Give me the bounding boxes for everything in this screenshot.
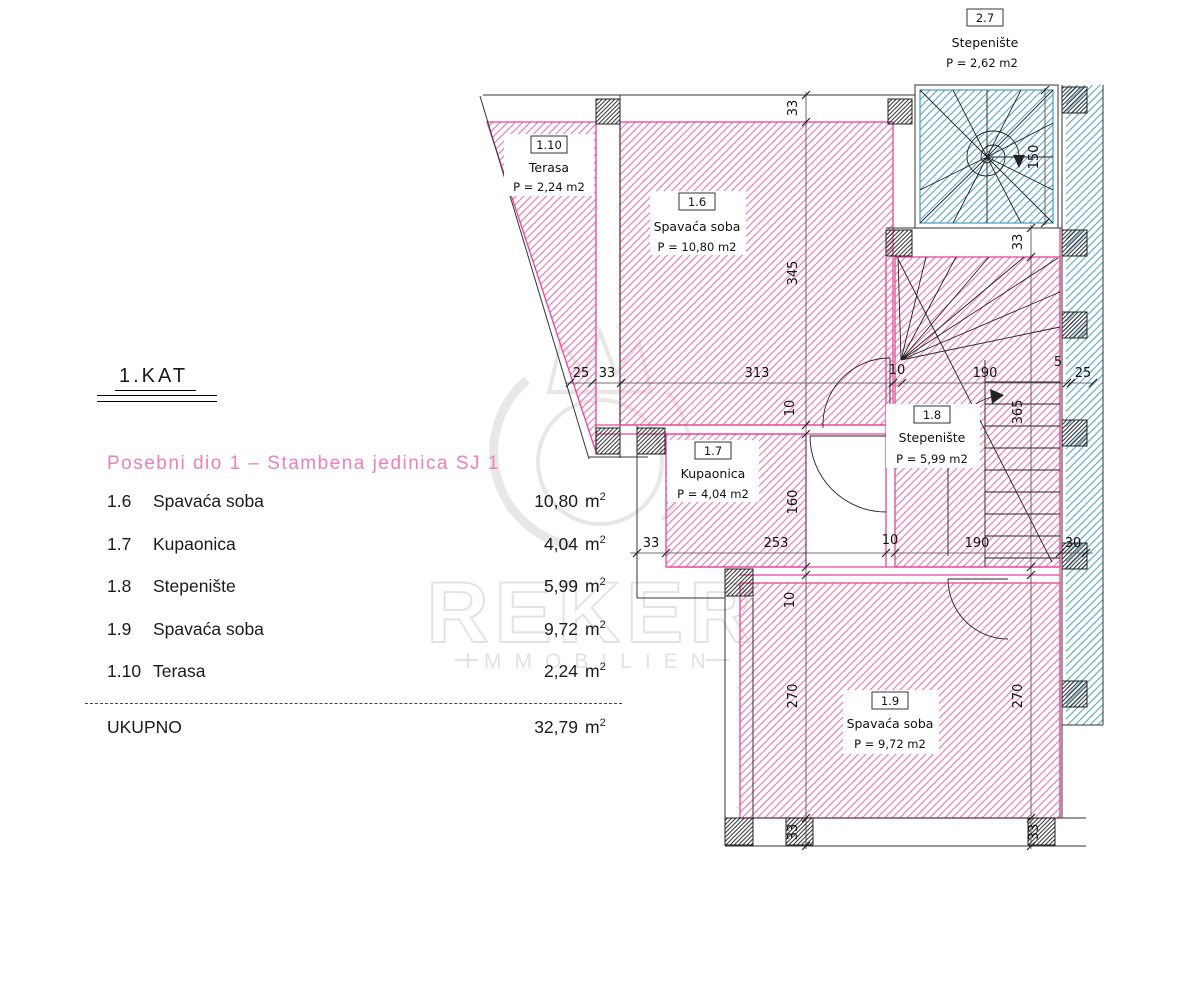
dimension-chains: 25 33 313 10 190 5 25 33 253 10 190 30 3…	[565, 85, 1098, 851]
svg-text:P = 4,04 m2: P = 4,04 m2	[677, 487, 749, 501]
room-number: 1.9	[107, 618, 132, 639]
svg-text:10: 10	[882, 533, 899, 548]
svg-text:1.9: 1.9	[881, 694, 899, 708]
svg-text:345: 345	[786, 261, 801, 286]
svg-text:P = 2,62 m2: P = 2,62 m2	[946, 56, 1018, 70]
stair-1-8-arrow	[990, 389, 1004, 404]
room-area-unit: m2	[585, 533, 606, 554]
area-row-1-9: 1.9 Spavaća soba 9,72 m2	[85, 619, 630, 662]
area-row-1-7: 1.7 Kupaonica 4,04 m2	[85, 534, 630, 577]
total-area-value: 32,79	[534, 717, 578, 737]
svg-text:150: 150	[1027, 145, 1042, 170]
room-name: Kupaonica	[153, 533, 236, 554]
room-name: Spavaća soba	[153, 491, 264, 511]
svg-text:10: 10	[783, 592, 798, 609]
room-name: Stepenište	[153, 576, 236, 596]
area-row-1-6: 1.6 Spavaća soba 10,80 m2	[85, 491, 630, 534]
neighbour-strip-blue	[1066, 85, 1103, 725]
svg-text:30: 30	[1065, 536, 1082, 551]
room-area-value: 2,24	[543, 661, 578, 681]
room-number: 1.10	[107, 661, 142, 681]
room-area-value: 4,04	[543, 533, 578, 554]
spiral-stair-arrow	[1013, 155, 1025, 168]
svg-text:2.7: 2.7	[976, 11, 994, 25]
svg-text:Kupaonica: Kupaonica	[681, 466, 746, 481]
svg-text:190: 190	[965, 536, 990, 551]
svg-text:33: 33	[643, 536, 660, 551]
svg-text:10: 10	[783, 400, 798, 417]
floor-title-underline	[97, 395, 217, 402]
svg-text:P = 10,80 m2: P = 10,80 m2	[658, 240, 737, 254]
svg-text:P = 2,24 m2: P = 2,24 m2	[513, 180, 585, 194]
area-table: 1.6 Spavaća soba 10,80 m2 1.7 Kupaonica …	[85, 491, 630, 704]
svg-text:Spavaća soba: Spavaća soba	[654, 219, 741, 234]
floor-title: 1.KAT	[115, 365, 197, 391]
svg-text:P = 9,72 m2: P = 9,72 m2	[854, 737, 926, 751]
room-name: Terasa	[153, 661, 206, 681]
svg-text:33: 33	[1011, 234, 1026, 251]
legend-panel: 1.KAT Posebni dio 1 – Stambena jedinica …	[85, 365, 630, 785]
svg-text:Stepenište: Stepenište	[952, 35, 1019, 50]
wall-blocks	[595, 86, 1088, 846]
svg-text:1.10: 1.10	[536, 138, 562, 152]
room-label-1-9: 1.9 Spavaća soba P = 9,72 m2	[843, 690, 939, 754]
room-number: 1.8	[107, 576, 132, 596]
svg-text:Spavaća soba: Spavaća soba	[847, 716, 934, 731]
watermark: REKER IMMOBILIEN	[425, 326, 757, 673]
room-label-1-6: 1.6 Spavaća soba P = 10,80 m2	[650, 191, 746, 255]
unit-title: Posebni dio 1 – Stambena jedinica SJ 1	[107, 453, 500, 474]
svg-text:365: 365	[1011, 400, 1026, 425]
room-label-1-10: 1.10 Terasa P = 2,24 m2	[504, 134, 594, 196]
room-area-unit: m2	[585, 576, 606, 596]
total-label: UKUPNO	[107, 717, 182, 737]
svg-text:33: 33	[599, 366, 616, 381]
svg-text:33: 33	[1027, 824, 1042, 841]
room-area-value: 10,80	[534, 491, 578, 511]
svg-text:270: 270	[1011, 684, 1026, 709]
svg-text:25: 25	[573, 366, 590, 381]
svg-text:5: 5	[1054, 355, 1062, 370]
total-row: UKUPNO 32,79 m2	[85, 717, 630, 738]
svg-text:1.7: 1.7	[704, 444, 722, 458]
svg-text:190: 190	[973, 366, 998, 381]
room-labels: 2.7 Stepenište P = 2,62 m2 1.10 Terasa P…	[504, 8, 1019, 754]
total-area-unit: m2	[585, 717, 606, 737]
area-row-1-8: 1.8 Stepenište 5,99 m2	[85, 576, 630, 619]
area-row-1-10: 1.10 Terasa 2,24 m2	[85, 661, 630, 704]
room-terasa	[486, 121, 597, 453]
svg-text:P = 5,99 m2: P = 5,99 m2	[896, 452, 968, 466]
total-spacer	[182, 717, 498, 738]
svg-text:313: 313	[745, 366, 770, 381]
room-area-unit: m2	[585, 661, 606, 681]
separator-dashed	[85, 703, 622, 704]
room-area-value: 9,72	[543, 618, 578, 639]
door-kupaonica	[809, 435, 887, 513]
room-number: 1.7	[107, 533, 132, 554]
svg-text:1.8: 1.8	[923, 408, 941, 422]
room-area-value: 5,99	[543, 576, 578, 596]
room-label-1-7: 1.7 Kupaonica P = 4,04 m2	[667, 440, 759, 502]
svg-text:Terasa: Terasa	[528, 160, 569, 175]
svg-text:25: 25	[1075, 366, 1092, 381]
svg-text:160: 160	[786, 490, 801, 515]
svg-text:270: 270	[786, 684, 801, 709]
svg-text:1.6: 1.6	[688, 195, 706, 209]
door-1-9	[947, 578, 1009, 640]
doors	[809, 357, 1009, 640]
watermark-brand: REKER	[426, 565, 757, 661]
room-spavaca-soba-1-6	[619, 121, 894, 426]
svg-text:253: 253	[764, 536, 789, 551]
room-area-unit: m2	[585, 491, 606, 511]
room-area-unit: m2	[585, 618, 606, 639]
svg-text:10: 10	[889, 363, 906, 378]
svg-text:Stepenište: Stepenište	[899, 430, 966, 445]
watermark-subtitle: IMMOBILIEN	[465, 650, 719, 673]
room-name: Spavaća soba	[153, 618, 264, 639]
room-number: 1.6	[107, 491, 132, 511]
svg-text:33: 33	[786, 824, 801, 841]
room-label-1-8: 1.8 Stepenište P = 5,99 m2	[886, 404, 980, 468]
room-label-2-7: 2.7 Stepenište P = 2,62 m2	[946, 8, 1019, 70]
svg-text:33: 33	[786, 100, 801, 117]
